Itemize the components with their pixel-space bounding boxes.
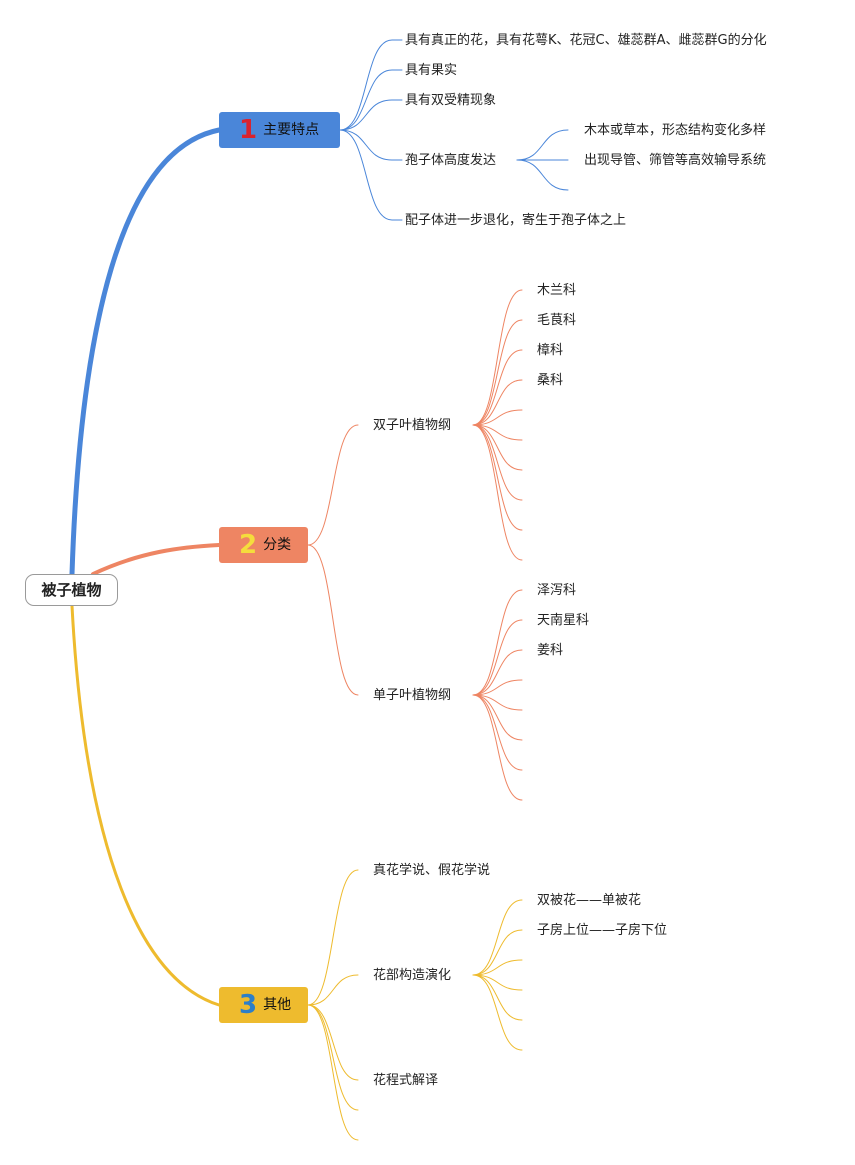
sub-connector-2a-7: [472, 424, 523, 501]
branch-node-main-features[interactable]: 1 主要特点: [219, 112, 340, 148]
child-connector-3-4: [307, 1004, 359, 1141]
topic-sporophyte-developed[interactable]: 孢子体高度发达: [405, 153, 497, 168]
sub-connector-2a-2: [472, 349, 523, 426]
family-moraceae[interactable]: 桑科: [537, 373, 564, 388]
topic-gametophyte-reduced[interactable]: 配子体进一步退化，寄生于孢子体之上: [405, 213, 627, 228]
topic-true-flower[interactable]: 具有真正的花，具有花萼K、花冠C、雄蕊群A、雌蕊群G的分化: [405, 33, 767, 48]
sub-connector-1-2: [516, 159, 569, 191]
sub-connector-2b-2: [472, 649, 523, 696]
subtopic-ovary-position[interactable]: 子房上位——子房下位: [537, 923, 668, 938]
sub-connector-2b-5: [472, 694, 523, 741]
child-connector-1-3: [339, 129, 403, 161]
branch-node-others[interactable]: 3 其他: [219, 987, 308, 1023]
sub-connector-2b-7: [472, 694, 523, 801]
sub-connector-3-5: [472, 974, 523, 1051]
child-connector-1-4: [339, 129, 403, 221]
branch-node-classification[interactable]: 2 分类: [219, 527, 308, 563]
topic-flower-evolution[interactable]: 花部构造演化: [373, 968, 452, 983]
main-connector-3: [70, 604, 221, 1007]
child-connector-2-0: [307, 424, 359, 546]
child-connector-3-1: [307, 974, 359, 1006]
child-connector-1-1: [339, 69, 403, 131]
branch-label-main-features: 主要特点: [263, 122, 320, 138]
sub-connector-2a-3: [472, 379, 523, 426]
main-connector-2: [91, 543, 221, 576]
sub-connector-2a-9: [472, 424, 523, 561]
subtopic-vessels-sieve-tubes[interactable]: 出现导管、筛管等高效输导系统: [584, 153, 767, 168]
root-node[interactable]: 被子植物: [25, 574, 118, 606]
family-araceae[interactable]: 天南星科: [537, 613, 590, 628]
topic-double-fertilization[interactable]: 具有双受精现象: [405, 93, 497, 108]
sub-connector-2b-3: [472, 679, 523, 696]
sub-connector-3-3: [472, 974, 523, 991]
sub-connector-2b-6: [472, 694, 523, 771]
child-connector-2-1: [307, 544, 359, 696]
sub-connector-2a-8: [472, 424, 523, 531]
main-connector-1: [69, 127, 222, 577]
family-magnoliaceae[interactable]: 木兰科: [537, 283, 577, 298]
topic-flower-theories[interactable]: 真花学说、假花学说: [373, 863, 491, 878]
number-badge-1: 1: [239, 115, 258, 145]
sub-connector-3-1: [472, 929, 523, 976]
topic-fruit[interactable]: 具有果实: [405, 63, 458, 78]
child-connector-3-3: [307, 1004, 359, 1111]
family-zingiberaceae[interactable]: 姜科: [537, 643, 564, 658]
sub-connector-3-0: [472, 899, 523, 976]
number-badge-2: 2: [239, 530, 258, 560]
sub-connector-2a-0: [472, 289, 523, 426]
sub-connector-2b-4: [472, 694, 523, 711]
sub-connector-2a-6: [472, 424, 523, 471]
branch-label-others: 其他: [263, 997, 292, 1013]
child-connector-3-0: [307, 869, 359, 1006]
sub-connector-3-2: [472, 959, 523, 976]
sub-connector-2a-5: [472, 424, 523, 441]
sub-connector-2a-4: [472, 409, 523, 426]
topic-dicotyledons[interactable]: 双子叶植物纲: [373, 418, 452, 433]
sub-connector-2b-0: [472, 589, 523, 696]
sub-connector-1-0: [516, 129, 569, 161]
sub-connector-2a-1: [472, 319, 523, 426]
child-connector-1-0: [339, 39, 403, 131]
number-badge-3: 3: [239, 990, 258, 1020]
topic-monocotyledons[interactable]: 单子叶植物纲: [373, 688, 452, 703]
subtopic-woody-herbaceous[interactable]: 木本或草本，形态结构变化多样: [584, 123, 767, 138]
topic-floral-formula[interactable]: 花程式解译: [373, 1073, 439, 1088]
subtopic-perianth-evolution[interactable]: 双被花——单被花: [537, 893, 642, 908]
sub-connector-2b-1: [472, 619, 523, 696]
branch-label-classification: 分类: [263, 537, 292, 553]
sub-connector-3-4: [472, 974, 523, 1021]
family-alismataceae[interactable]: 泽泻科: [537, 583, 577, 598]
family-ranunculaceae[interactable]: 毛茛科: [537, 313, 577, 328]
child-connector-3-2: [307, 1004, 359, 1081]
family-lauraceae[interactable]: 樟科: [537, 343, 564, 358]
child-connector-1-2: [339, 99, 403, 131]
